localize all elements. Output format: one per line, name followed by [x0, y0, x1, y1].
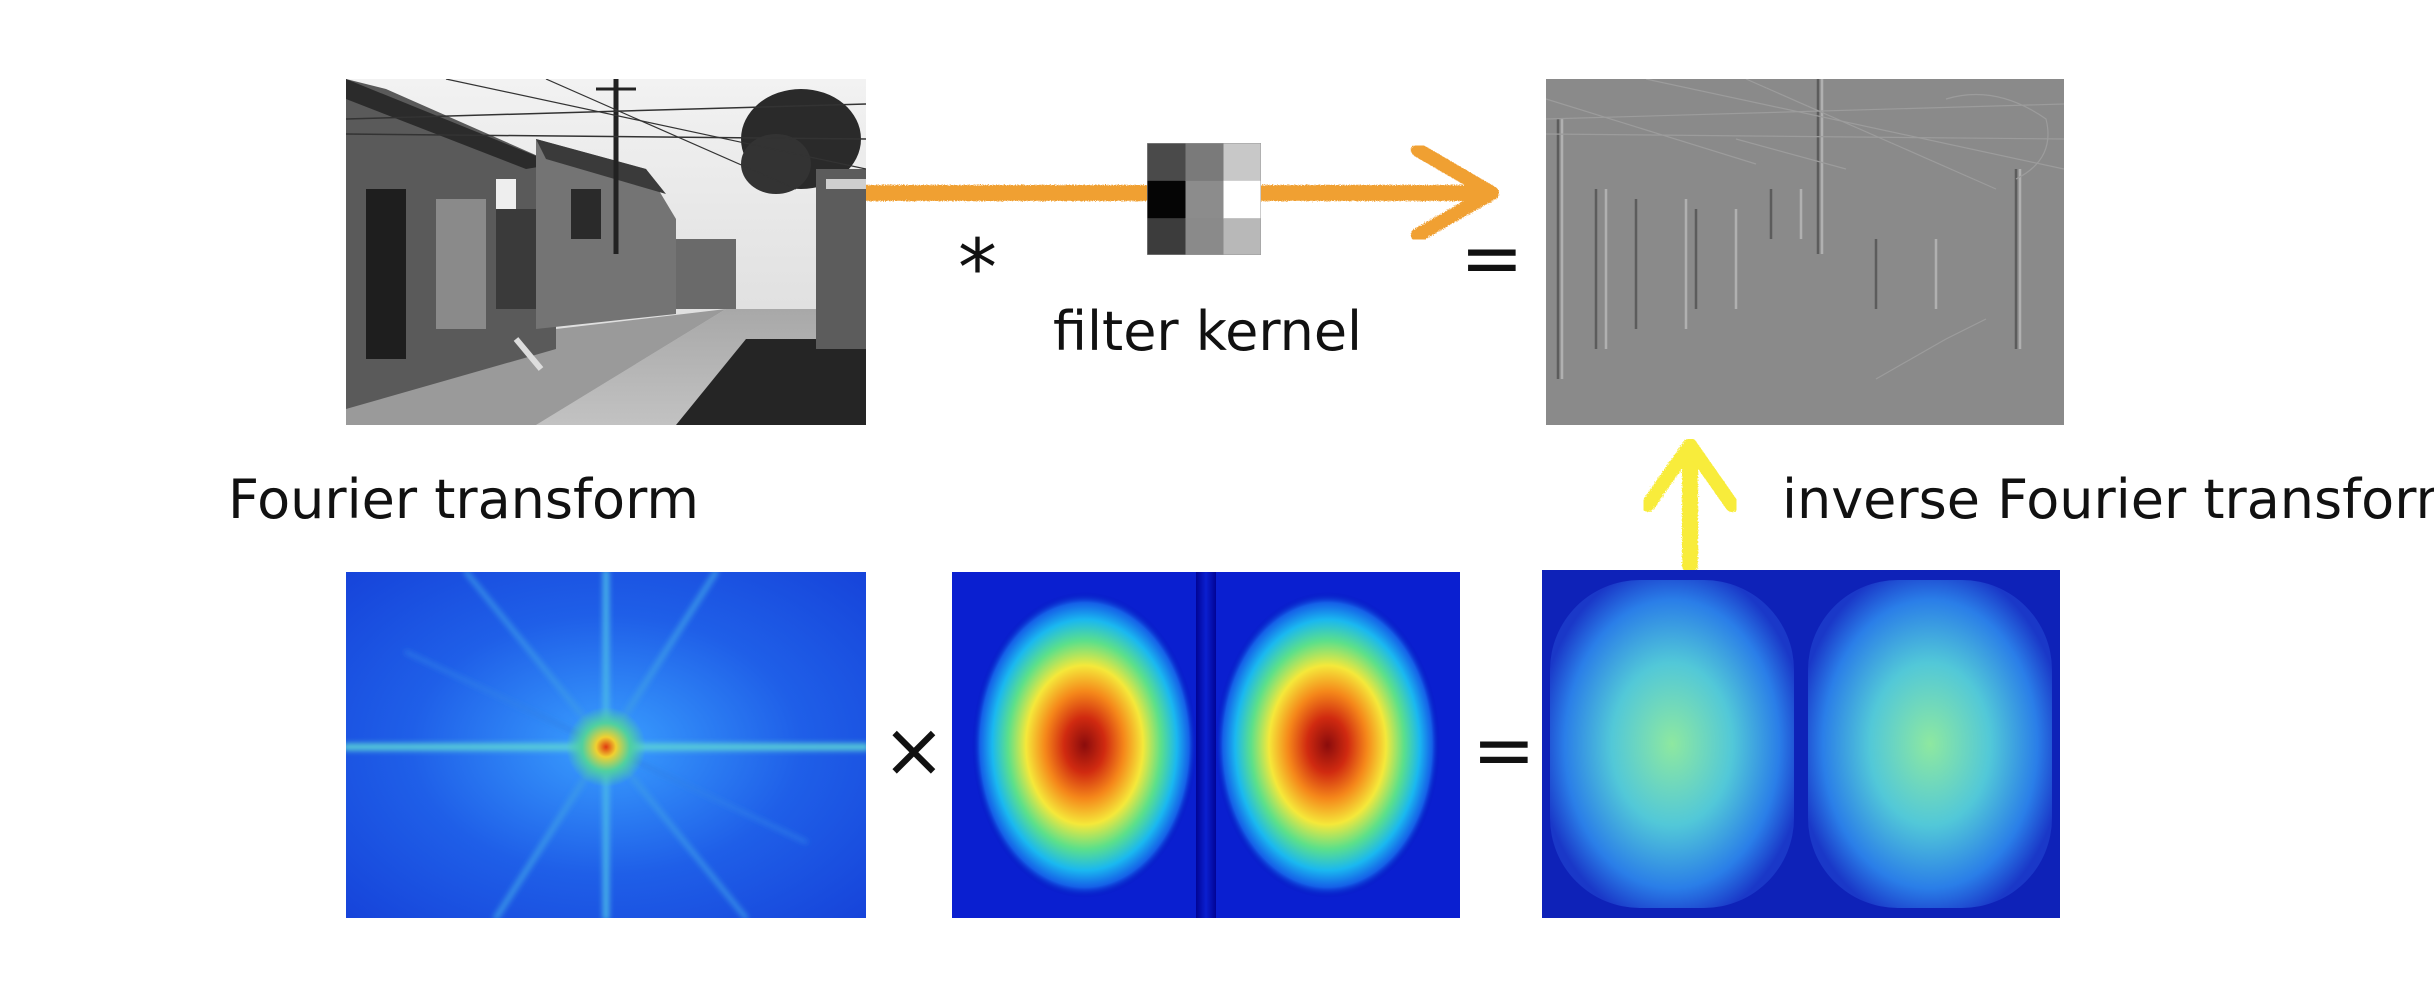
kernel-cell — [1147, 217, 1186, 255]
kernel-cell — [1223, 143, 1261, 181]
product-spectrum — [1542, 570, 2060, 918]
filter-kernel-label: filter kernel — [1053, 300, 1363, 363]
kernel-cell — [1185, 143, 1224, 181]
kernel-cell — [1185, 180, 1224, 219]
kernel-cell — [1185, 217, 1224, 255]
inverse-fourier-transform-label: inverse Fourier transform — [1782, 468, 2434, 531]
equals-operator-top: = — [1460, 213, 1524, 302]
filtered-image — [1546, 79, 2064, 425]
times-operator: × — [882, 705, 946, 794]
kernel-cell — [1147, 180, 1186, 219]
yellow-arrow-inverse — [1641, 438, 1739, 573]
kernel-cell — [1223, 180, 1261, 219]
equals-operator-bottom: = — [1472, 705, 1536, 794]
image-spectrum — [346, 572, 866, 918]
filter-kernel — [1147, 143, 1261, 255]
convolution-operator: * — [958, 224, 997, 314]
kernel-spectrum — [952, 572, 1460, 918]
kernel-cell — [1147, 143, 1186, 181]
fourier-transform-label: Fourier transform — [228, 468, 699, 531]
street-photo — [346, 79, 866, 425]
kernel-cell — [1223, 217, 1261, 255]
